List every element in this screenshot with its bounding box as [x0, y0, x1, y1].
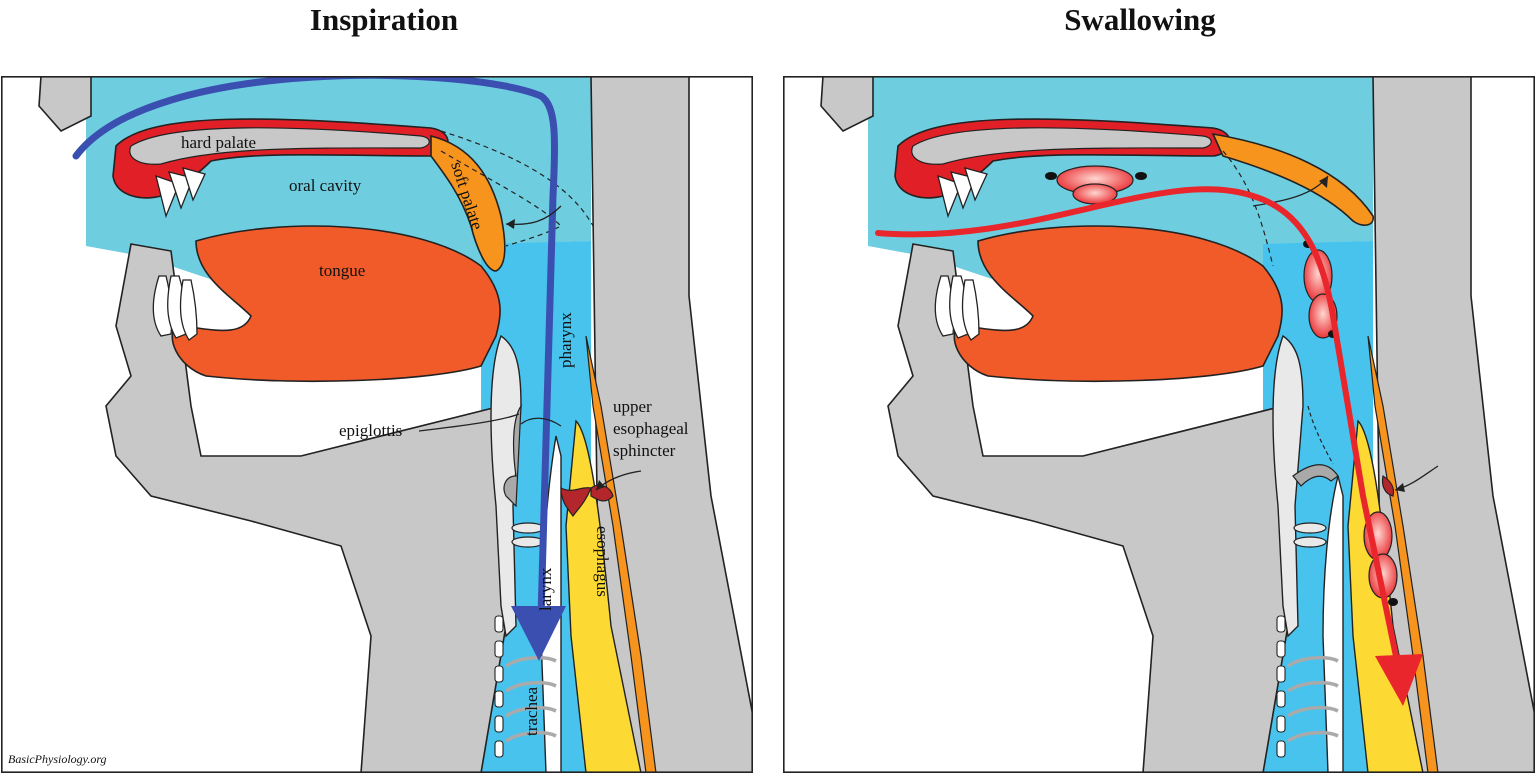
food-bolus-oral — [1045, 165, 1147, 205]
swallow-arrowhead — [1375, 654, 1423, 706]
esophagus-wall — [1367, 335, 1439, 773]
label-tongue: tongue — [319, 261, 365, 280]
esophagus — [565, 419, 642, 773]
sphincter-arrowhead — [596, 480, 605, 490]
hard-palate-bone — [911, 127, 1212, 165]
epiglottis-leader-line — [418, 413, 520, 432]
esophagus-wall — [585, 335, 657, 773]
cartilage-column — [1276, 615, 1286, 758]
vocal-folds — [511, 522, 545, 548]
epiglottis-motion-arrow — [520, 417, 562, 427]
inspiration-diagram: hard palate oral cavity soft palate tong… — [1, 76, 753, 773]
upper-esophageal-sphincter — [1381, 475, 1395, 497]
label-pharynx: pharynx — [556, 312, 575, 368]
upper-esophageal-sphincter — [560, 487, 592, 517]
sphincter-arrowhead — [1395, 483, 1405, 492]
label-epiglottis: epiglottis — [339, 421, 402, 440]
label-oral-cavity: oral cavity — [289, 176, 362, 195]
vocal-folds — [1293, 522, 1327, 548]
trachea-rings — [1287, 655, 1339, 743]
cartilage-column — [494, 615, 504, 758]
label-larynx: larynx — [536, 567, 555, 611]
epiglottis-folded — [1292, 464, 1339, 487]
panel-title-inspiration: Inspiration — [309, 2, 459, 37]
chin-neck-tissue — [887, 243, 1294, 773]
larynx-wall — [1322, 475, 1344, 773]
tongue — [171, 225, 501, 383]
soft-palate-motion-arrowhead — [506, 219, 515, 229]
soft-palate-elevation-arrowhead — [1319, 176, 1328, 188]
label-trachea: trachea — [522, 686, 541, 736]
label-sphincter-line3: sphincter — [613, 441, 676, 460]
label-sphincter-line2: esophageal — [613, 419, 689, 438]
label-hard-palate: hard palate — [181, 133, 256, 152]
credit-text: BasicPhysiology.org — [8, 752, 107, 766]
chin-neck-tissue — [105, 243, 512, 773]
airflow-arrowhead — [511, 606, 566, 661]
panel-border — [783, 76, 1535, 773]
nose-tissue — [38, 76, 92, 132]
trachea-rings — [505, 655, 557, 743]
swallowing-diagram — [783, 76, 1535, 773]
epiglottis-fold-arrow — [1307, 405, 1334, 465]
panel-border — [1, 76, 753, 773]
soft-palate-alt-position-2 — [440, 150, 563, 247]
soft-palate-resting-dashed — [1222, 150, 1274, 267]
swallow-arrow — [875, 186, 1401, 669]
soft-palate — [430, 134, 506, 272]
nose-tissue — [820, 76, 874, 132]
panel-title-swallowing: Swallowing — [1064, 2, 1216, 37]
lower-teeth — [934, 275, 980, 341]
upper-teeth — [937, 167, 988, 219]
soft-palate-alt-position — [440, 130, 594, 227]
label-sphincter-line1: upper — [613, 397, 652, 416]
soft-palate-elevated — [1211, 132, 1374, 226]
epiglottis — [1272, 334, 1304, 638]
airflow-arrow — [72, 76, 559, 620]
lower-teeth — [152, 275, 198, 341]
label-esophagus: esophagus — [593, 526, 612, 597]
epiglottis-flap — [503, 403, 522, 508]
tongue — [953, 225, 1283, 383]
upper-teeth — [155, 167, 206, 219]
hard-palate-bone — [129, 127, 430, 165]
